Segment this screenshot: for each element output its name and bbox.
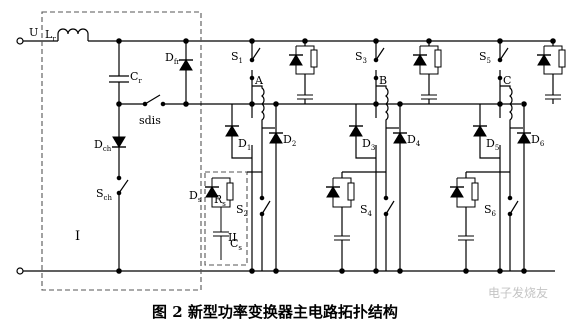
sch-contact-top <box>116 175 122 181</box>
upper-diode-label-c: D5 <box>486 137 499 152</box>
lower-switch-label-c: S6 <box>484 203 497 218</box>
phase-winding-c <box>500 85 513 128</box>
upper-diode-a <box>224 125 240 137</box>
lower-diode-label-b: D4 <box>407 133 421 148</box>
lower-diode-label-a: D2 <box>283 133 296 148</box>
diode-dch-label: Dch <box>94 138 112 153</box>
lower-switch-a <box>261 200 271 215</box>
figure-caption: 图 2 新型功率变换器主电路拓扑结构 <box>152 303 398 321</box>
switch-sch-label: Sch <box>96 187 112 202</box>
diode-dch <box>111 136 127 148</box>
watermark-text: 电子发烧友 <box>488 285 548 300</box>
top-resistor-c <box>558 49 566 68</box>
phase-name-a: A <box>254 74 264 87</box>
snubber-resistor-label: Rs <box>214 193 226 208</box>
wire-sdis-to-dfr <box>163 70 187 105</box>
lower-switch-b <box>385 200 395 215</box>
junction-middle-bus <box>183 101 189 107</box>
upper-diode-label-a: D1 <box>238 137 251 152</box>
top-resistor-a <box>310 49 318 68</box>
upper-switch-a <box>251 47 261 61</box>
input-terminal-bottom <box>16 267 24 275</box>
lower-diode-b <box>392 132 408 144</box>
inductor-lr-label: Lr <box>45 28 56 43</box>
lower-diode-a <box>268 132 284 144</box>
switch-sdis <box>144 94 161 105</box>
phase-name-c: C <box>503 74 511 87</box>
lower-switch-label-a: S2 <box>236 203 248 218</box>
upper-switch-label-b: S3 <box>355 50 367 65</box>
junction-sch-bottom <box>116 268 122 274</box>
upper-switch-b <box>375 47 385 61</box>
lower-diode-label-c: D6 <box>531 133 545 148</box>
region-one-network: Cr sdis Dfr Dch Sch I <box>41 11 202 291</box>
bottom-resistor-b <box>347 182 355 201</box>
input-terminal-top <box>16 37 24 45</box>
switch-sdis-label: sdis <box>139 114 161 127</box>
upper-diode-label-b: D3 <box>362 137 375 152</box>
capacitor-cr-label: Cr <box>130 70 142 85</box>
upper-switch-label-c: S5 <box>479 50 491 65</box>
lower-diode-c <box>516 132 532 144</box>
region-two-boundary <box>204 171 248 266</box>
snubber-diode-label: Ds <box>189 189 202 204</box>
bottom-resistor-c <box>471 182 479 201</box>
snubber-capacitor-label: Cs <box>230 237 242 252</box>
phase-name-b: B <box>379 74 387 87</box>
upper-diode-c <box>472 125 488 137</box>
top-resistor-b <box>434 49 442 68</box>
switch-sch <box>118 179 129 194</box>
snubber-resistor-rs <box>226 182 234 201</box>
upper-switch-c <box>499 47 509 61</box>
inductor-lr <box>57 28 89 41</box>
upper-diode-b <box>348 125 364 137</box>
input-voltage-label: U <box>29 26 38 39</box>
diode-dfr-label: Dfr <box>165 51 180 66</box>
capacitor-cr <box>109 75 129 83</box>
lower-switch-c <box>509 200 519 215</box>
region-one-boundary <box>41 11 202 291</box>
upper-switch-label-a: S1 <box>231 50 243 65</box>
region-one-label: I <box>75 229 80 244</box>
diode-dfr <box>178 59 194 71</box>
snubber-circuit: II Ds Rs Cs <box>189 171 248 266</box>
phase-winding-a <box>252 85 265 128</box>
phase-winding-b <box>376 85 389 128</box>
lower-switch-label-b: S4 <box>360 203 373 218</box>
region-two-label: II <box>228 231 237 244</box>
